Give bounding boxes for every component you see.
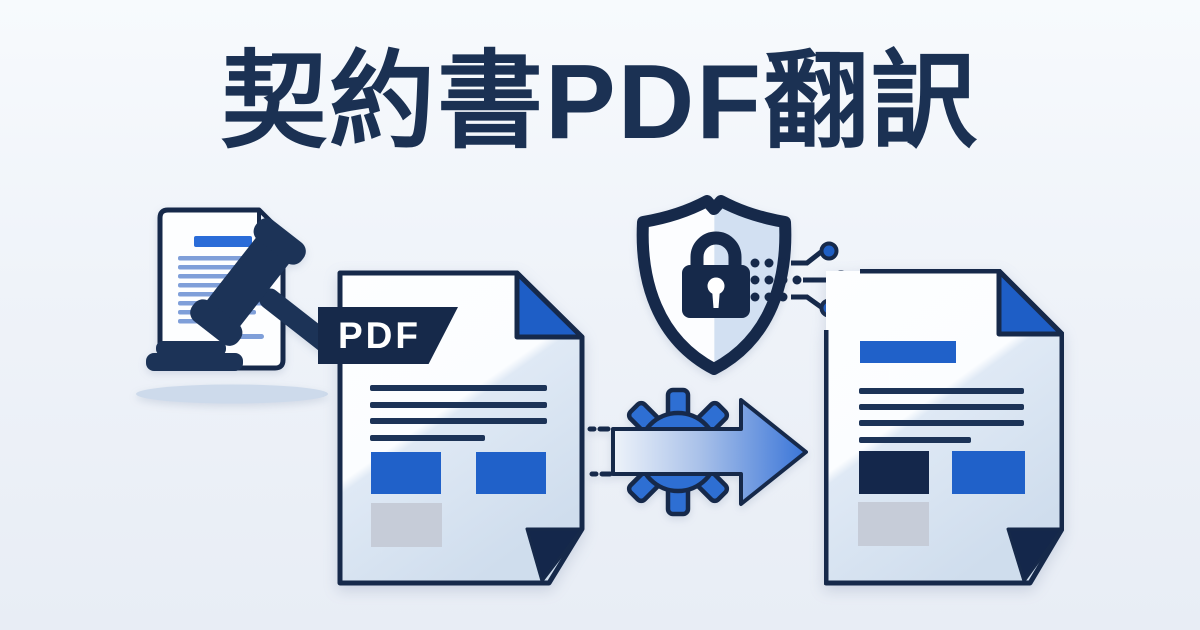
folded-corner-bottom — [1006, 527, 1064, 583]
conversion-arrow-icon — [587, 387, 808, 517]
content-block-blue-2 — [476, 452, 546, 494]
page-title: 契約書PDF翻訳 — [221, 43, 979, 161]
padlock-icon — [682, 231, 750, 318]
heading-bar — [860, 341, 956, 363]
text-lines — [370, 385, 547, 441]
content-block-gray — [858, 502, 929, 546]
content-block-blue — [952, 451, 1025, 494]
folded-corner-top — [514, 270, 585, 340]
text-lines — [859, 388, 1024, 443]
ground-shadow — [136, 384, 328, 404]
dot-grid — [750, 258, 802, 302]
translated-document-icon — [824, 269, 1064, 586]
content-block-blue-1 — [371, 452, 441, 494]
arrow-body — [611, 398, 808, 506]
gavel-icon — [146, 218, 339, 371]
pdf-label: PDF — [338, 315, 421, 356]
folded-corner-bottom — [525, 527, 584, 583]
arrow-dashes — [587, 426, 613, 477]
content-block-gray — [371, 503, 442, 547]
folded-corner-top — [996, 269, 1064, 337]
legal-document-gavel-icon — [136, 207, 339, 404]
content-block-navy — [859, 451, 929, 494]
